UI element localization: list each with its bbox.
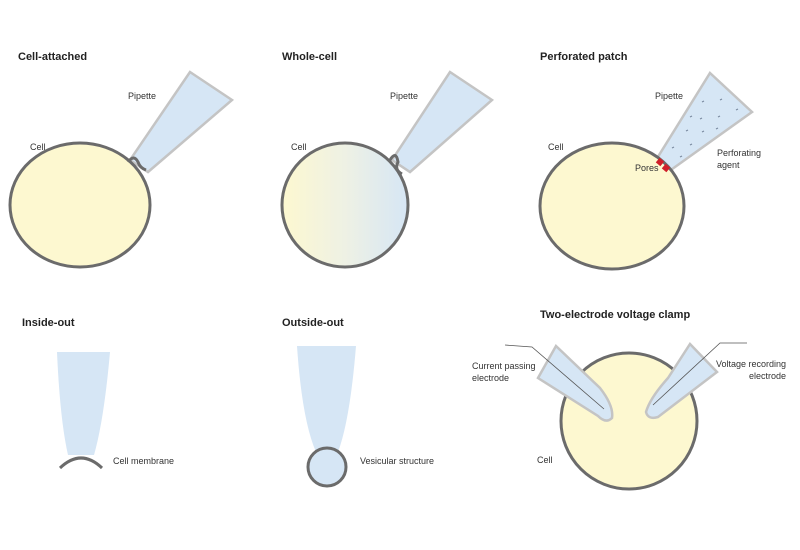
agent-label: Perforating [717, 148, 761, 158]
current-electrode-label: electrode [472, 373, 509, 383]
panel-whole-cell: Whole-cell Pipette Cell [280, 51, 495, 269]
current-wire [504, 344, 605, 410]
agent-label: agent [717, 160, 740, 170]
panel-title: Whole-cell [282, 51, 337, 63]
cell-membrane [58, 456, 104, 470]
panel-title: Cell-attached [18, 51, 87, 63]
cell-label: Cell [291, 142, 307, 152]
cell-label: Cell [30, 142, 46, 152]
panel-title: Inside-out [22, 317, 75, 329]
voltage-electrode-label: Voltage recording [716, 359, 786, 369]
panel-outside-out: Outside-out Vesicular structure [282, 317, 434, 488]
current-electrode-label: Current passing [472, 361, 536, 371]
membrane-rupture [388, 154, 403, 176]
cell [280, 141, 410, 269]
vesicle [306, 446, 348, 488]
membrane-patch [126, 156, 147, 172]
perforating-agent-particles [671, 98, 739, 158]
voltage-wire [652, 342, 747, 406]
pores-label: Pores [635, 163, 659, 173]
pore [661, 163, 671, 173]
pipette-label: Pipette [655, 91, 683, 101]
cell [538, 141, 686, 271]
panel-cell-attached: Cell-attached Pipette Cell [8, 51, 235, 269]
pipette [57, 352, 110, 455]
pipette [128, 70, 235, 174]
membrane-label: Cell membrane [113, 456, 174, 466]
panel-inside-out: Inside-out Cell membrane [22, 317, 174, 470]
cell-label: Cell [548, 142, 564, 152]
pore [655, 157, 665, 167]
panel-two-electrode-clamp: Two-electrode voltage clamp Current pass… [472, 309, 786, 491]
pipette [390, 70, 495, 174]
cell [8, 141, 152, 269]
panel-title: Outside-out [282, 317, 344, 329]
vesicle-label: Vesicular structure [360, 456, 434, 466]
panel-title: Perforated patch [540, 51, 628, 63]
cell-label: Cell [537, 455, 553, 465]
pipette-label: Pipette [128, 91, 156, 101]
current-electrode [536, 343, 614, 422]
pipette [297, 346, 356, 452]
panel-title: Two-electrode voltage clamp [540, 309, 690, 321]
voltage-electrode-label: electrode [749, 371, 786, 381]
panel-perforated-patch: Perforated patch Pipette Cell Pores Perf… [538, 51, 761, 271]
pipette-label: Pipette [390, 91, 418, 101]
